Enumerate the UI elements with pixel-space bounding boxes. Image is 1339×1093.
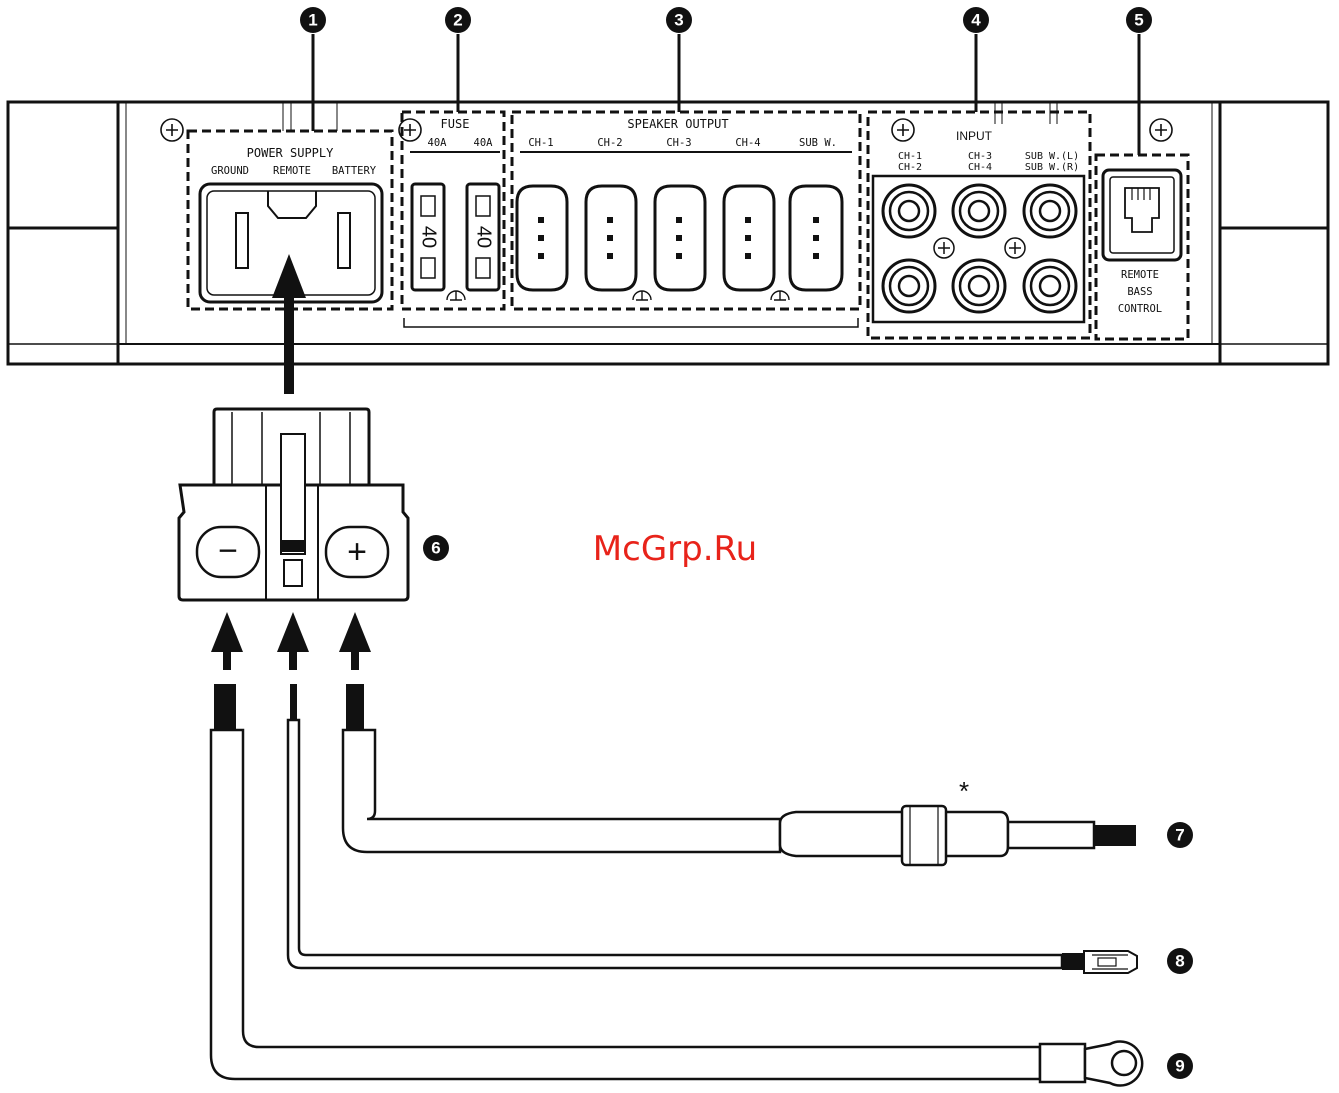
fuse-2[interactable]: 40	[467, 184, 499, 290]
speaker-ch2-label: CH-2	[597, 137, 622, 149]
battery-wire: *	[343, 684, 1136, 865]
fuse-1[interactable]: 40	[412, 184, 444, 290]
speaker-terminal-ch3[interactable]	[655, 186, 705, 290]
rca-jack-subw-r[interactable]	[1024, 260, 1076, 312]
callout-badge-6: 6	[423, 535, 449, 561]
ring-terminal	[1040, 1042, 1142, 1086]
callout-badge-1: 1	[300, 7, 326, 33]
input-subw-l-label: SUB W.(L)	[1025, 151, 1079, 162]
rca-jack-subw-l[interactable]	[1024, 185, 1076, 237]
watermark-text: McGrp.Ru	[593, 529, 757, 569]
input-ch4-label: CH-4	[968, 162, 992, 173]
fuse-1-value: 40	[418, 226, 440, 248]
input-ch1-label: CH-1	[898, 151, 922, 162]
svg-text:8: 8	[1175, 951, 1184, 970]
input-ch3-label: CH-3	[968, 151, 992, 162]
speaker-terminal-ch1[interactable]	[517, 186, 567, 290]
fuse-rating-1: 40A	[428, 137, 448, 149]
callout-badge-8: 8	[1167, 948, 1193, 974]
inline-fuse-holder	[780, 806, 1008, 865]
svg-text:9: 9	[1175, 1056, 1184, 1075]
callout-badge-3: 3	[666, 7, 692, 33]
remote-bass-control-jack[interactable]	[1103, 170, 1181, 260]
rca-jack-ch4[interactable]	[953, 260, 1005, 312]
callout-badge-4: 4	[963, 7, 989, 33]
power-plug-connector[interactable]: − +	[179, 409, 408, 600]
svg-text:3: 3	[674, 10, 683, 29]
rca-jack-ch2[interactable]	[883, 260, 935, 312]
speaker-subw-label: SUB W.	[799, 137, 837, 149]
arrow-up-icon	[277, 612, 309, 670]
svg-text:2: 2	[453, 10, 462, 29]
input-title: INPUT	[956, 129, 993, 143]
remote-bass-label-line-2: BASS	[1127, 286, 1152, 298]
input-subw-r-label: SUB W.(R)	[1025, 162, 1079, 173]
input-ch2-label: CH-2	[898, 162, 922, 173]
remote-bass-label-line-1: REMOTE	[1121, 269, 1159, 281]
callout-badge-5: 5	[1126, 7, 1152, 33]
fuse-title: FUSE	[441, 117, 470, 131]
svg-text:5: 5	[1134, 10, 1143, 29]
speaker-ch4-label: CH-4	[735, 137, 760, 149]
callout-badge-2: 2	[445, 7, 471, 33]
fuse-note-asterisk: *	[959, 776, 969, 806]
speaker-terminal-subw[interactable]	[790, 186, 842, 290]
speaker-output-title: SPEAKER OUTPUT	[627, 117, 728, 131]
fuse-rating-2: 40A	[474, 137, 494, 149]
connector-plus-sign: +	[347, 533, 367, 571]
speaker-terminal-ch2[interactable]	[586, 186, 636, 290]
arrow-up-icon	[339, 612, 371, 670]
terminal-label-ground: GROUND	[211, 165, 249, 177]
speaker-ch1-label: CH-1	[528, 137, 553, 149]
remote-bass-label-line-3: CONTROL	[1118, 303, 1162, 315]
rca-jack-ch3[interactable]	[953, 185, 1005, 237]
speaker-terminal-ch4[interactable]	[724, 186, 774, 290]
callout-badge-9: 9	[1167, 1053, 1193, 1079]
arrow-up-icon	[211, 612, 243, 670]
power-supply-title: POWER SUPPLY	[247, 146, 334, 160]
connector-minus-sign: −	[218, 532, 238, 570]
spade-terminal	[1062, 951, 1137, 973]
callout-badge-7: 7	[1167, 822, 1193, 848]
svg-text:4: 4	[971, 10, 981, 29]
terminal-label-remote: REMOTE	[273, 165, 311, 177]
speaker-ch3-label: CH-3	[666, 137, 691, 149]
terminal-label-battery: BATTERY	[332, 165, 377, 177]
rca-jack-ch1[interactable]	[883, 185, 935, 237]
svg-text:6: 6	[431, 538, 440, 557]
svg-text:7: 7	[1175, 825, 1184, 844]
fuse-2-value: 40	[473, 226, 495, 248]
svg-text:1: 1	[308, 10, 317, 29]
